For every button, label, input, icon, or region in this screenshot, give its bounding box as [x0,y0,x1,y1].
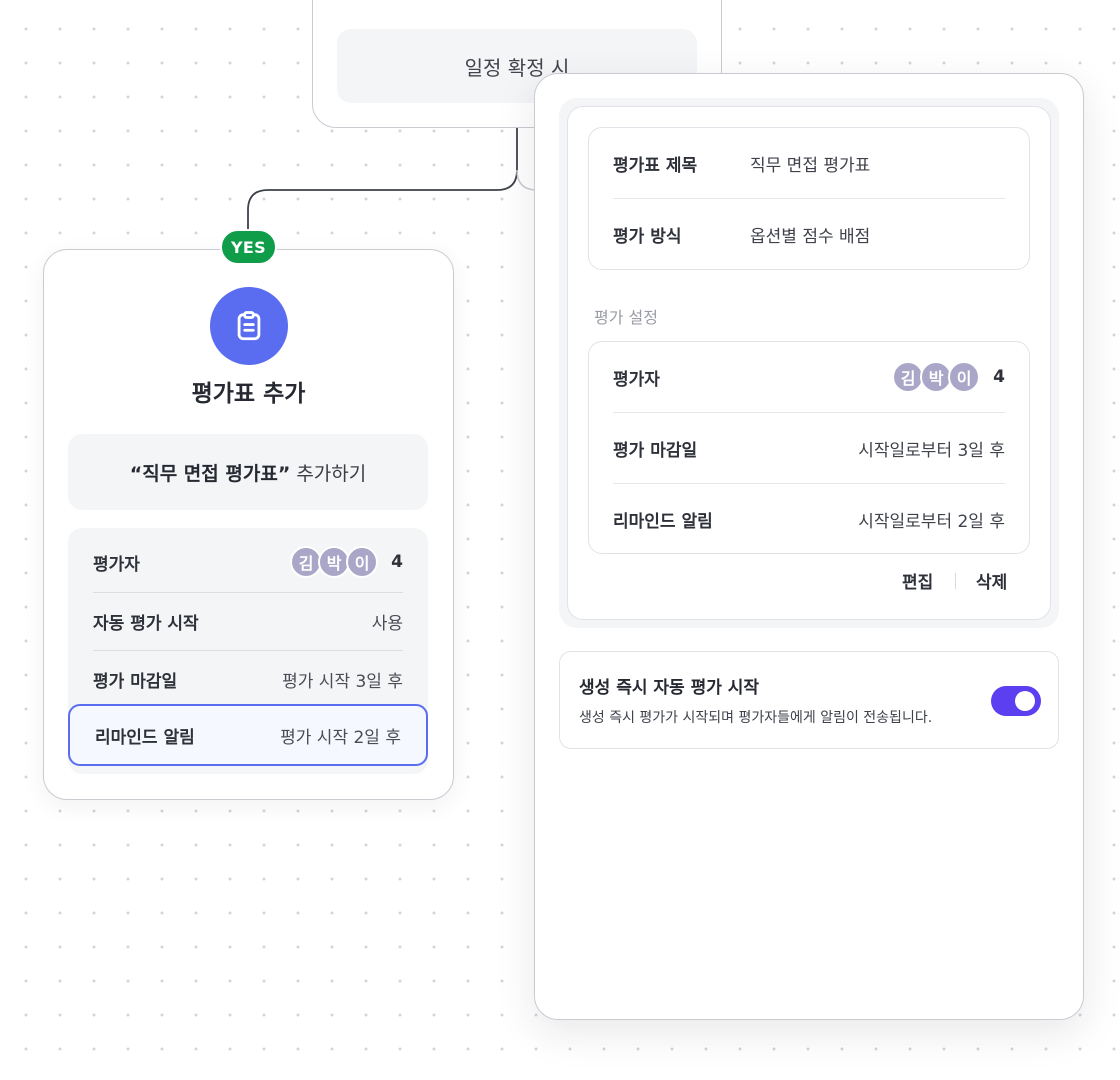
row-value: 평가 시작 2일 후 [280,727,401,748]
evaluation-settings-card: 평가표 제목 직무 면접 평가표 평가 방식 옵션별 점수 배점 평가 설정 평… [567,106,1051,620]
action-suffix: 추가하기 [296,462,367,485]
settings-row-deadline: 평가 마감일 시작일로부터 3일 후 [613,413,1005,483]
row-value: 시작일로부터 3일 후 [858,440,1005,461]
row-label: 평가 마감일 [613,440,698,461]
info-row-title: 평가표 제목 직무 면접 평가표 [613,128,1005,198]
row-value: 직무 면접 평가표 [750,155,871,176]
row-label: 평가 방식 [613,226,682,247]
trigger-node-card[interactable]: 일정 확정 시 [312,0,722,128]
settings-row-evaluators: 평가자 김 박 이 4 [613,342,1005,412]
auto-start-toggle[interactable] [991,686,1041,716]
evaluation-sheet-name: “직무 면접 평가표” [129,462,291,485]
edit-button[interactable]: 편집 [902,573,934,593]
info-row-method: 평가 방식 옵션별 점수 배점 [613,199,1005,269]
node-action-summary: “직무 면접 평가표” 추가하기 [68,434,428,510]
section-label: 평가 설정 [594,308,658,327]
row-label: 평가 마감일 [93,671,178,692]
row-label: 평가자 [93,554,140,575]
evaluation-info-box: 평가표 제목 직무 면접 평가표 평가 방식 옵션별 점수 배점 [588,127,1030,270]
evaluator-avatars: 김 박 이 4 [290,546,403,578]
row-value: 옵션별 점수 배점 [750,226,871,247]
divider [93,592,403,593]
auto-start-description: 생성 즉시 평가가 시작되며 평가자들에게 알림이 전송됩니다. [579,710,933,726]
avatar: 이 [346,546,379,578]
clipboard-icon [210,287,288,365]
auto-start-setting: 생성 즉시 자동 평가 시작 생성 즉시 평가가 시작되며 평가자들에게 알림이… [559,651,1059,749]
row-value: 시작일로부터 2일 후 [858,511,1005,532]
list-item-selected[interactable]: 리마인드 알림 평가 시작 2일 후 [68,704,428,766]
evaluator-count: 4 [391,552,403,572]
divider [93,650,403,651]
delete-button[interactable]: 삭제 [976,573,1008,593]
row-label: 리마인드 알림 [95,727,195,748]
yes-branch-badge: YES [220,229,277,265]
evaluation-settings-box: 평가자 김 박 이 4 평가 마감일 시작일로부터 3일 후 리마인드 알림 시… [588,341,1030,554]
auto-start-title: 생성 즉시 자동 평가 시작 [579,678,760,698]
divider [613,412,1005,413]
list-item: 자동 평가 시작 사용 [68,592,428,650]
row-label: 평가자 [613,369,660,390]
divider [613,198,1005,199]
add-evaluation-node[interactable]: 평가표 추가 “직무 면접 평가표” 추가하기 평가자 김 박 이 4 자동 평… [43,249,454,800]
evaluator-avatars: 김 박 이 4 [892,361,1005,393]
list-item: 평가 마감일 평가 시작 3일 후 [68,650,428,708]
divider [613,483,1005,484]
avatar: 김 [290,546,323,578]
row-value: 사용 [371,613,403,634]
row-label: 리마인드 알림 [613,511,713,532]
evaluator-count: 4 [993,367,1005,387]
avatar: 이 [948,361,981,393]
settings-row-reminder: 리마인드 알림 시작일로부터 2일 후 [613,484,1005,554]
toggle-knob [1015,691,1035,711]
list-item: 평가자 김 박 이 4 [68,533,428,591]
action-separator [955,573,956,589]
row-label: 평가표 제목 [613,155,698,176]
row-label: 자동 평가 시작 [93,613,199,634]
node-title: 평가표 추가 [191,381,306,407]
row-value: 평가 시작 3일 후 [282,671,403,692]
node-settings-list: 평가자 김 박 이 4 자동 평가 시작 사용 평가 마감일 평가 시작 3일 … [68,528,428,774]
node-detail-panel: 평가표 제목 직무 면접 평가표 평가 방식 옵션별 점수 배점 평가 설정 평… [534,73,1084,1020]
